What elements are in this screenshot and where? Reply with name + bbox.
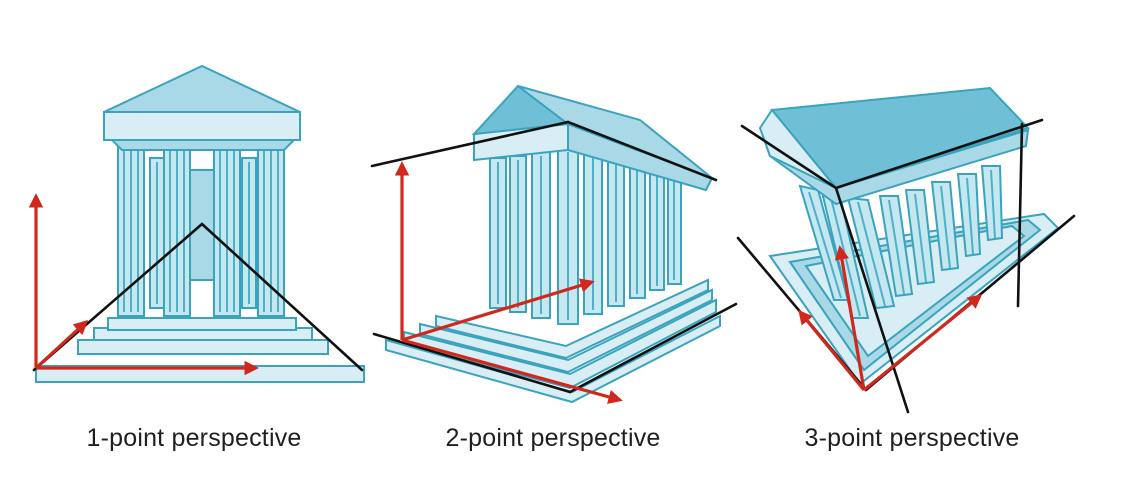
- temple-entablature: [103, 111, 301, 141]
- axis-arrows: [798, 245, 983, 392]
- axis-arrows: [394, 161, 623, 404]
- temple-step: [107, 317, 297, 331]
- temple-step: [77, 339, 329, 355]
- temple-step: [435, 278, 709, 360]
- temple-three-point: [736, 86, 1076, 414]
- caption-two-point: 2-point perspective: [445, 424, 661, 452]
- temple-columns: [489, 147, 682, 325]
- caption-one-point: 1-point perspective: [86, 424, 302, 452]
- vanishing-guide-lines: [32, 222, 364, 372]
- caption-three-point: 3-point perspective: [804, 424, 1020, 452]
- vanishing-guide-lines: [370, 120, 738, 394]
- temple-pediment: [758, 108, 837, 189]
- axis-arrows: [28, 193, 259, 376]
- temple-one-point: [28, 64, 365, 383]
- temple-pediment: [103, 64, 301, 113]
- temple-step: [35, 365, 365, 383]
- temple-two-point: [370, 84, 738, 404]
